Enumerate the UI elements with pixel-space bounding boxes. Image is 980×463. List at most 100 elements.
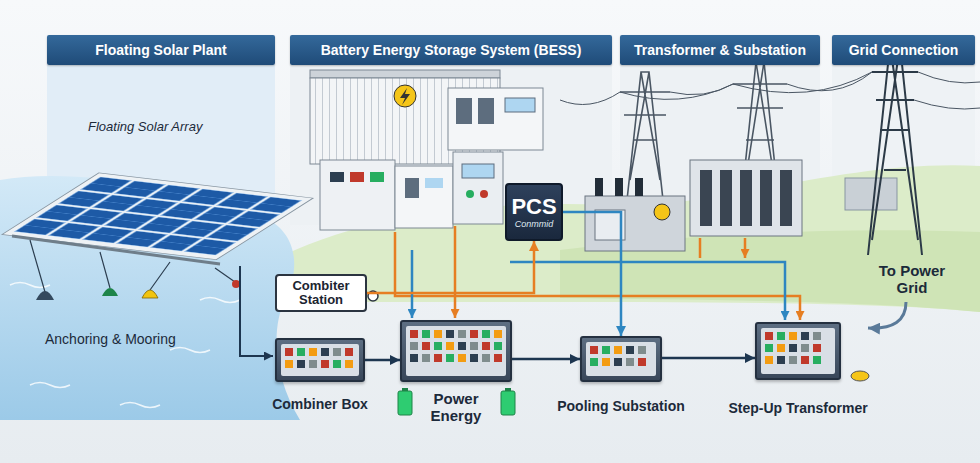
indicator-light [458,342,466,350]
transformer-body [585,196,685,251]
annotation-label: To Power Grid [872,262,952,297]
indicator-light [297,360,305,368]
switchgear [690,160,802,236]
switchgear-bay [760,170,772,226]
header-band: Floating Solar Plant [47,35,275,65]
indicator-light [626,358,634,366]
header-band: Battery Energy Storage System (BESS) [290,35,612,65]
inverter-unit [453,152,503,224]
indicator-light [765,356,773,364]
switchgear-bay [780,170,792,226]
indicator-light [494,354,502,362]
indicator-light [446,342,454,350]
indicator-light [321,348,329,356]
indicator [330,172,344,182]
lightning-bolt [400,88,410,105]
indicator-light [470,354,478,362]
indicator-light [410,354,418,362]
indicator-light [285,348,293,356]
grid-building [845,178,897,210]
node-text: Conmmid [515,219,554,229]
indicator-light [434,354,442,362]
indicator-light [482,354,490,362]
indicator-light [602,358,610,366]
station-box: Combiter Station [275,274,367,312]
node-text: Pooling Substation [536,398,706,414]
node-text: Battery Energy Storage System (BESS) [321,42,582,58]
indicator-light [422,330,430,338]
node-text: Step-Up Transformer [713,400,883,416]
ac-cable [395,232,800,320]
indicator-light [590,346,598,354]
equipment-panel [586,342,656,376]
node-text: Combiner Box [250,396,390,412]
ac-cable [454,226,457,318]
lightning-badge [394,85,416,107]
flow-connector [662,357,755,360]
indicator-light [765,344,773,352]
indicator [370,172,384,182]
flow-connector [367,241,534,293]
flow-connector [563,212,621,336]
indicator-light [482,330,490,338]
indicator-light [614,346,622,354]
switchgear-bay [700,170,712,226]
indicator-light [602,346,610,354]
display-screen [505,98,535,112]
equipment-face [582,338,660,380]
indicator-light [813,356,821,364]
buoy [142,290,158,298]
battery-icon [398,391,412,415]
indicator-light [333,360,341,368]
indicator-light [434,330,442,338]
switchgear-bay [740,170,752,226]
indicator-light [345,348,353,356]
indicator [405,178,419,198]
indicator-light [801,344,809,352]
equipment-box: Pooling Substation [580,336,662,382]
indicator [466,190,474,198]
indicator-light [309,360,317,368]
buoy [36,291,54,300]
indicator-light [458,330,466,338]
equipment-box: Combiner Box [275,338,365,382]
header-band: Grid Connection [832,35,975,65]
node-text: PCS [511,195,556,218]
indicator-light [638,358,646,366]
power-line [560,92,620,105]
ac-cable [700,238,745,258]
indicator [350,172,364,182]
indicator-light [297,348,305,356]
indicator-light [422,354,430,362]
indicator-light [813,344,821,352]
node-text: Combiter Station [283,279,359,308]
indicator-light [638,346,646,354]
transmission-tower [868,45,922,255]
indicator-light [777,344,785,352]
node-text: Power Energy [421,390,491,425]
equipment-panel [761,328,835,374]
buoy [102,288,118,296]
indicator-light [482,342,490,350]
indicator-light [789,356,797,364]
header-band: Transformer & Substation [620,35,820,65]
display-screen [462,164,494,178]
mooring-line [30,240,235,292]
indicator-light [410,342,418,350]
bushing [595,178,603,196]
dc-cable [240,266,273,356]
switchgear-bay [720,170,732,226]
lightning-badge [654,204,670,220]
battery-cabinet [448,88,543,150]
indicator-light [801,332,809,340]
bushing [635,178,643,196]
indicator-light [614,358,622,366]
indicator-light [777,356,785,364]
indicator-light [285,360,293,368]
equipment-panel [281,344,359,376]
annotation-label: Anchoring & Mooring [45,331,205,347]
indicator-light [422,342,430,350]
indicator-light [789,332,797,340]
annotation-label: Floating Solar Array [88,120,228,135]
